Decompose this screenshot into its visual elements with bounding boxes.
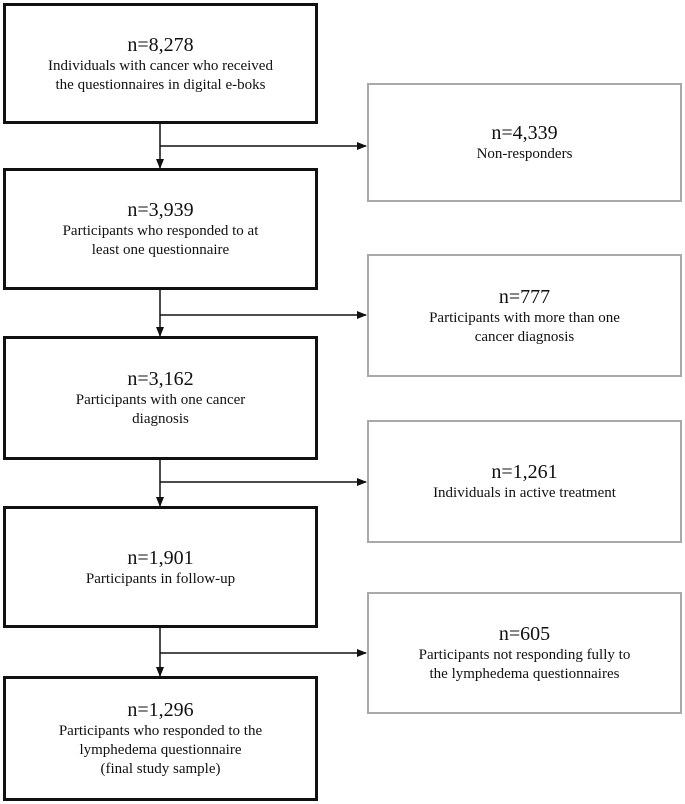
exclusion-box-3-count: n=1,261 bbox=[491, 461, 558, 483]
main-box-1-label: Individuals with cancer who received the… bbox=[48, 57, 273, 93]
exclusion-box-3-label: Individuals in active treatment bbox=[433, 485, 616, 501]
main-box-3: n=3,162 Participants with one cancer dia… bbox=[3, 336, 318, 460]
main-box-1-count: n=8,278 bbox=[127, 33, 194, 56]
exclusion-box-2: n=777 Participants with more than one ca… bbox=[367, 254, 682, 377]
main-box-3-label: Participants with one cancer diagnosis bbox=[75, 392, 246, 427]
main-box-5: n=1,296 Participants who responded to th… bbox=[3, 676, 318, 801]
main-box-3-count: n=3,162 bbox=[127, 368, 194, 390]
main-box-2-label: Participants who responded to at least o… bbox=[62, 223, 259, 258]
main-box-5-label: Participants who responded to the lymphe… bbox=[58, 723, 263, 777]
exclusion-box-3: n=1,261 Individuals in active treatment bbox=[367, 420, 682, 543]
exclusion-box-4-count: n=605 bbox=[498, 623, 551, 645]
main-box-4: n=1,901 Participants in follow-up bbox=[3, 506, 318, 628]
main-box-2-count: n=3,939 bbox=[127, 199, 194, 221]
main-box-4-count: n=1,901 bbox=[127, 546, 194, 569]
exclusion-box-1: n=4,339 Non-responders bbox=[367, 83, 682, 202]
exclusion-box-4: n=605 Participants not responding fully … bbox=[367, 592, 682, 714]
exclusion-box-2-count: n=777 bbox=[498, 285, 551, 308]
main-box-2: n=3,939 Participants who responded to at… bbox=[3, 168, 318, 290]
main-box-1: n=8,278 Individuals with cancer who rece… bbox=[3, 3, 318, 124]
main-box-4-label: Participants in follow-up bbox=[85, 570, 236, 587]
exclusion-box-1-label: Non-responders bbox=[476, 146, 573, 162]
exclusion-box-4-label: Participants not responding fully to the… bbox=[418, 647, 631, 682]
exclusion-box-2-label: Participants with more than one cancer d… bbox=[429, 309, 620, 345]
exclusion-box-1-count: n=4,339 bbox=[491, 122, 558, 144]
main-box-5-count: n=1,296 bbox=[127, 699, 194, 721]
